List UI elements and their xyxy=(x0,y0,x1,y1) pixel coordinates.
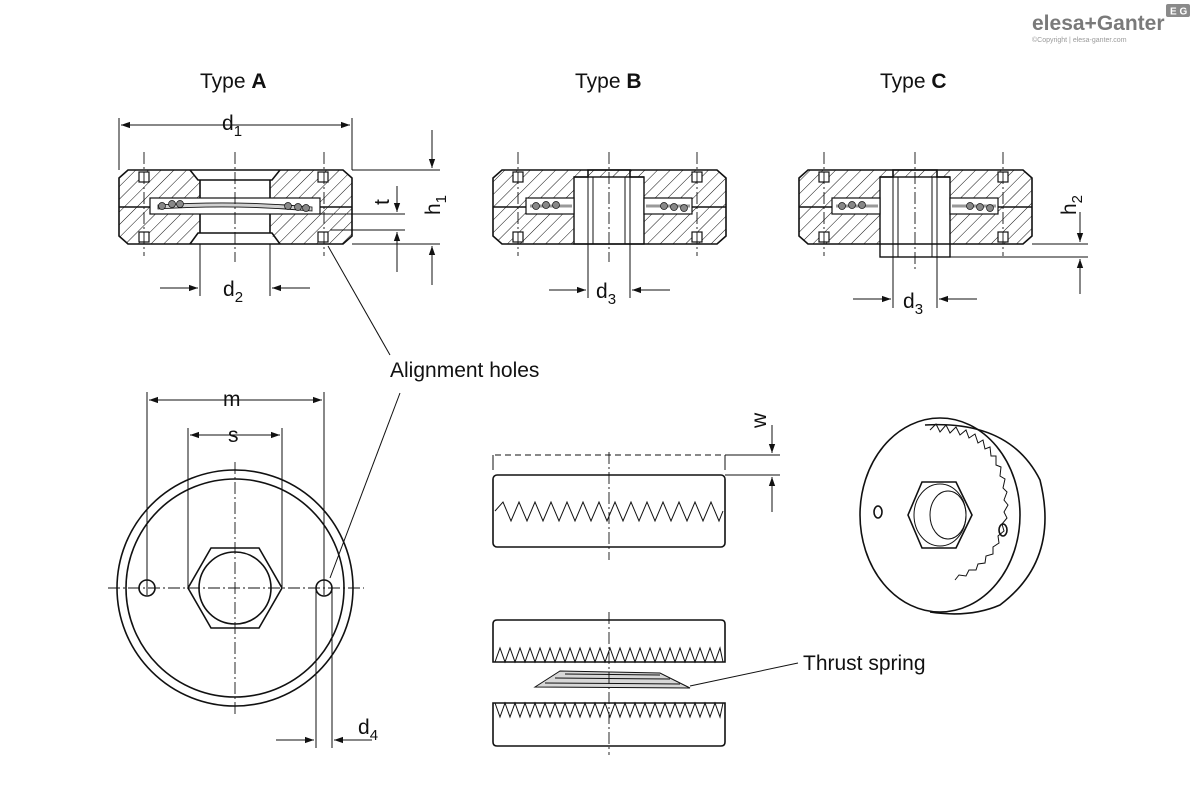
iso-alignment-hole-right xyxy=(998,523,1008,537)
dim-s: s xyxy=(228,424,239,447)
type-c-dimensions: d3 h2 xyxy=(853,195,1088,318)
side-view-engaged xyxy=(492,452,726,560)
type-a-section xyxy=(118,152,353,262)
iso-alignment-hole-left xyxy=(873,505,883,519)
dim-d2: d2 xyxy=(223,278,243,306)
type-b-title: Type B xyxy=(575,70,642,93)
dim-d3-type-c: d3 xyxy=(903,290,923,318)
plan-view xyxy=(108,462,364,716)
type-c-section xyxy=(798,152,1033,270)
thrust-spring-leader xyxy=(689,662,799,687)
dim-w: w xyxy=(748,412,771,429)
thrust-spring-label: Thrust spring xyxy=(803,652,926,675)
type-a-dimensions: d1 d2 h1 t xyxy=(118,112,450,306)
brand-name: elesa+Ganter xyxy=(1032,12,1165,35)
dim-h2: h2 xyxy=(1058,195,1086,215)
type-c-title: Type C xyxy=(880,70,947,93)
eg-mark-text: E G xyxy=(1170,7,1187,18)
dim-d4: d4 xyxy=(358,716,378,744)
alignment-holes-leader-bottom xyxy=(329,392,401,579)
copyright-text: ©Copyright | elesa-ganter.com xyxy=(1032,36,1127,44)
dim-d3-type-b: d3 xyxy=(596,280,616,308)
isometric-view xyxy=(859,417,1046,615)
plan-view-dimensions: m s d4 xyxy=(146,388,378,748)
type-b-section xyxy=(492,152,727,262)
w-dimension: w xyxy=(725,412,780,512)
side-view-exploded xyxy=(492,612,726,755)
dim-h1: h1 xyxy=(422,195,450,215)
eg-mark-box xyxy=(1166,4,1190,17)
alignment-holes-leader-top xyxy=(327,245,391,356)
dim-d1: d1 xyxy=(222,112,242,140)
type-b-dimensions: d3 xyxy=(549,244,670,308)
dim-m: m xyxy=(223,388,241,411)
dim-t: t xyxy=(371,199,394,205)
alignment-holes-label: Alignment holes xyxy=(390,359,539,382)
brand-logo: elesa+Ganter E G ©Copyright | elesa-gant… xyxy=(1032,4,1190,44)
type-a-title: Type A xyxy=(200,70,267,93)
